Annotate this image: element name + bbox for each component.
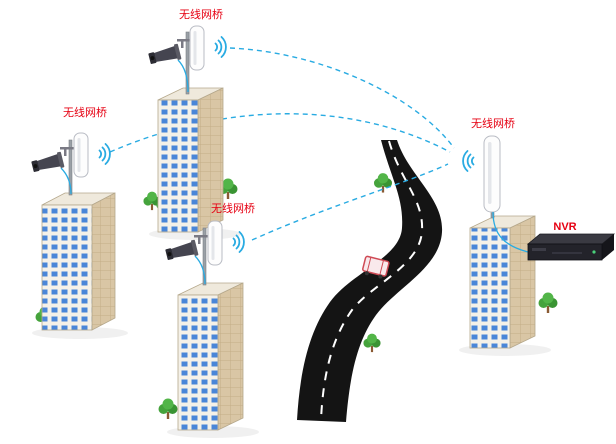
- mast-pole: [202, 227, 207, 286]
- mast-pole: [185, 31, 190, 95]
- road-centerline: [320, 140, 424, 421]
- wireless-link-line-top: [229, 47, 455, 149]
- camera-cable: [60, 167, 72, 195]
- nvr-label: NVR: [553, 221, 576, 233]
- tree-icon: [158, 398, 178, 419]
- camera-cable: [177, 59, 189, 93]
- tree-icon: [363, 333, 381, 353]
- nvr-cable: [492, 211, 529, 253]
- wireless-bridge-device: [73, 132, 89, 178]
- building-right: [462, 135, 536, 349]
- bridge-label-middle: 无线网桥: [211, 201, 255, 215]
- building-left: [30, 132, 116, 331]
- road-surface: [297, 140, 443, 422]
- truck-icon: [362, 255, 390, 279]
- tree-icon: [538, 292, 558, 313]
- wireless-bridge-device: [207, 220, 223, 266]
- bridge-label-top: 无线网桥: [179, 7, 223, 21]
- tree-icon: [373, 173, 393, 193]
- wireless-links: [109, 47, 455, 241]
- building-middle: [164, 220, 245, 431]
- road: [297, 140, 443, 422]
- wireless-bridge-device: [483, 135, 501, 213]
- mast-pole: [68, 139, 73, 196]
- cctv-camera-icon: [30, 147, 75, 175]
- wifi-waves-icon: [214, 36, 227, 58]
- bridge-label-left: 无线网桥: [63, 105, 107, 119]
- cctv-camera-icon: [147, 39, 192, 67]
- camera-cable: [194, 255, 206, 285]
- wireless-bridge-device: [189, 25, 205, 71]
- wireless-link-line-middle: [251, 163, 449, 241]
- wifi-waves-icon: [98, 143, 111, 165]
- building-top: [147, 25, 227, 233]
- nvr-device: [526, 233, 616, 261]
- bridge-label-right: 无线网桥: [471, 116, 515, 130]
- wireless-link-line-left: [109, 113, 451, 153]
- wifi-waves-icon: [462, 150, 475, 172]
